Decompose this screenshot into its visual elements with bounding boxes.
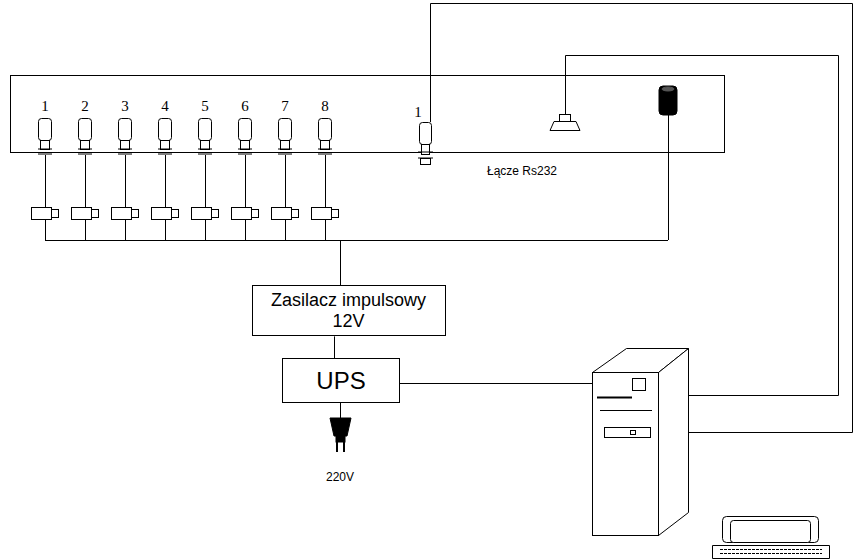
bnc-connector [418,123,433,165]
ups-box: UPS [282,358,400,403]
power-bus [45,240,668,241]
output-number: 1 [413,104,423,121]
camera-channel [152,119,179,241]
box-text: Zasilacz impulsowy 12V [253,290,445,331]
serial-cable [566,56,839,396]
power-wire [340,403,341,418]
computer [593,349,689,536]
power-supply-box: Zasilacz impulsowy 12V [252,285,446,336]
box-text: UPS [310,367,371,395]
monitor [713,517,830,559]
voltage-label: 220V [325,471,355,484]
mains-plug [330,418,351,452]
camera-channel [112,119,139,241]
channel-number: 5 [200,98,210,115]
camera-channel [192,119,219,241]
power-wire [668,115,669,240]
power-wire [334,336,335,358]
camera-channel [72,119,99,241]
channel-number: 2 [80,98,90,115]
channel-number: 4 [160,98,170,115]
camera-channel [32,119,59,241]
power-wire [400,383,592,384]
camera-channels [32,119,339,241]
rs232-connector [550,115,580,131]
channel-number: 7 [280,98,290,115]
power-jack [659,86,677,115]
device-housing [11,76,725,153]
channel-number: 8 [320,98,330,115]
channel-number: 3 [120,98,130,115]
port-label: Łącze Rs232 [486,165,558,178]
camera-channel [312,119,339,241]
power-wire [340,240,341,285]
camera-channel [272,119,299,241]
video-cable [431,4,853,433]
channel-number: 1 [40,98,50,115]
camera-channel [232,119,259,241]
channel-number: 6 [240,98,250,115]
